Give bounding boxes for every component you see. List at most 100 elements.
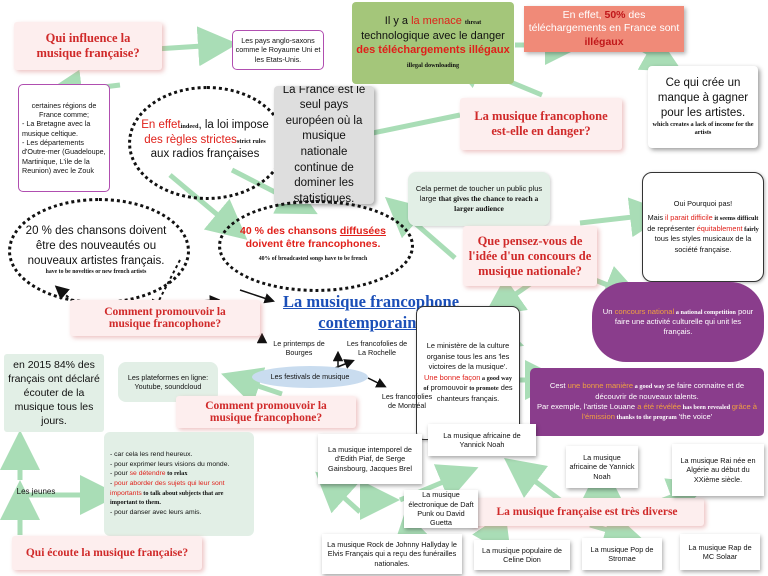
forty-percent-diffusees: diffusées bbox=[339, 224, 386, 237]
why-not-text: Mais il parait difficile it seems diffic… bbox=[646, 213, 760, 255]
good-way-en: a good way bbox=[633, 383, 665, 391]
genre-rock: La musique Rock de Johnny Hallyday le El… bbox=[322, 534, 462, 574]
genre-africaine-2-text: La musique africaine de Yannick Noah bbox=[569, 452, 635, 481]
good-way-grace: grâce à l'émission bbox=[581, 401, 758, 422]
central-title-line1: La musique francophone bbox=[282, 291, 460, 311]
why-not-equitablement: équitablement bbox=[696, 223, 743, 233]
cloud-radios: aux radios françaises bbox=[150, 148, 260, 161]
why-not-difficile: il parait difficile bbox=[665, 213, 713, 223]
reason-relax-en: to relax bbox=[165, 470, 188, 478]
genre-rai-text: La musique Rai née en Algérie au début d… bbox=[680, 455, 756, 484]
genre-rai: La musique Rai née en Algérie au début d… bbox=[672, 444, 764, 496]
good-way-highlight: une bonne manière bbox=[567, 381, 634, 391]
online-platforms-box: Les plateformes en ligne: Youtube, sound… bbox=[118, 362, 218, 402]
france-only-country-text: La France est le seul pays européen où l… bbox=[282, 86, 366, 204]
festival-montreal-text: Les francofolies de Montréal bbox=[381, 391, 433, 410]
stat-84-text: en 2015 84% des français ont déclaré éco… bbox=[8, 358, 100, 428]
ministry-a: Le ministère de la culture organise tous… bbox=[426, 341, 510, 372]
question-promote-1-text: Comment promouvoir la musique francophon… bbox=[104, 306, 226, 330]
forty-percent-text: 40 % des chansons diffusées doivent être… bbox=[228, 225, 398, 252]
reason-relax-highlight: se détendre bbox=[129, 470, 166, 478]
good-way-box: Cest une bonne manière a good way se fai… bbox=[530, 368, 764, 436]
ministry-box: Le ministère de la culture organise tous… bbox=[416, 306, 520, 440]
question-diverse: La musique française est très diverse bbox=[470, 498, 704, 526]
genre-africaine-1-text: La musique africaine de Yannick Noah bbox=[443, 430, 521, 449]
wider-audience-text: Cela permet de toucher un public plus la… bbox=[411, 184, 547, 213]
france-only-country-box: La France est le seul pays européen où l… bbox=[274, 86, 374, 204]
why-not-title: Oui Pourquoi pas! bbox=[673, 198, 733, 208]
reasons-box: - car cela les rend heureux. - pour expr… bbox=[104, 432, 254, 536]
anglo-saxon-text: Les pays anglo-saxons comme le Royaume U… bbox=[235, 35, 321, 64]
genre-rap-text: La musique Rap de MC Solaar bbox=[688, 542, 752, 561]
fifty-text: des téléchargements en France sont bbox=[528, 8, 680, 35]
national-contest-highlight: concours national bbox=[614, 306, 675, 316]
threat-box: Il y a la menace threat technologique av… bbox=[352, 2, 514, 84]
french-regions-box: certaines régions de France comme; - La … bbox=[18, 84, 110, 192]
cloud-twenty-percent-text: 20 % des chansons doivent être des nouve… bbox=[20, 210, 172, 290]
festival-bourges: Le printemps de Bourges bbox=[268, 336, 330, 360]
fifty-illegaux: illégaux bbox=[584, 35, 624, 48]
wider-audience-fr: Cela permet de toucher un public plus la… bbox=[415, 184, 543, 204]
young-people-label: Les jeunes bbox=[6, 484, 66, 500]
question-who-listens: Qui écoute la musique française? bbox=[12, 536, 202, 570]
cloud-forty-percent-text: 40 % des chansons diffusées doivent être… bbox=[228, 214, 398, 274]
festivals-center: Les festivals de musique bbox=[252, 366, 368, 388]
genre-electro: La musique électronique de Daft Punk ou … bbox=[404, 490, 478, 528]
good-way-text: Cest une bonne manière a good way se fai… bbox=[534, 381, 760, 423]
question-contest-text: Que pensez-vous de l'idée d'un concours … bbox=[468, 233, 592, 278]
cloud-indeed: indeed bbox=[180, 122, 199, 130]
forty-percent-a: 40 % des chansons bbox=[240, 224, 340, 237]
why-not-box: Oui Pourquoi pas! Mais il parait diffici… bbox=[642, 172, 764, 282]
anglo-saxon-countries-box: Les pays anglo-saxons comme le Royaume U… bbox=[232, 30, 324, 70]
why-not-representer: de représenter bbox=[647, 223, 697, 233]
question-promote-2: Comment promouvoir la musique francophon… bbox=[176, 396, 356, 428]
ministry-f: des chanteurs français. bbox=[436, 383, 513, 404]
reason-relax-pour: pour bbox=[114, 470, 130, 478]
fifty-percent-box: En effet, 50% des téléchargements en Fra… bbox=[524, 6, 684, 52]
young-people-text: Les jeunes bbox=[16, 486, 56, 496]
regions-item-overseas-text: Les départements d'Outre-mer (Guadeloupe… bbox=[22, 138, 106, 176]
festival-rochelle-text: Les francofolies de La Rochelle bbox=[346, 338, 408, 357]
national-contest-en: a national competition bbox=[674, 308, 736, 316]
fifty-percent-value: 50% bbox=[604, 8, 626, 21]
ministry-text: Le ministère de la culture organise tous… bbox=[421, 341, 515, 404]
question-who-listens-text: Qui écoute la musique française? bbox=[25, 547, 189, 559]
reason-subjects-en: to talk about subjects that are importan… bbox=[110, 489, 224, 507]
reason-dance: - pour danser avec leurs amis. bbox=[110, 509, 202, 517]
good-way-revelee: a été révélée bbox=[637, 401, 682, 411]
cloud-la-loi: , la loi impose bbox=[198, 118, 269, 131]
regions-item-overseas: - Les départements d'Outre-mer (Guadelou… bbox=[22, 138, 106, 176]
cloud-strict-rules: strict rules bbox=[236, 137, 266, 145]
genre-piaf-text: La musique intemporel de d'Edith Piaf, d… bbox=[328, 444, 412, 473]
cloud-regles-strictes: des règles strictes bbox=[144, 133, 237, 146]
national-contest-text: Un concours national a national competit… bbox=[600, 307, 756, 338]
genre-populaire-text: La musique populaire de Celine Dion bbox=[482, 545, 562, 564]
cloud-en-effet: En effet bbox=[141, 118, 181, 131]
question-diverse-text: La musique française est très diverse bbox=[496, 506, 678, 518]
why-not-mais: Mais bbox=[647, 213, 666, 223]
reason-vision: - pour exprimer leurs visions du monde. bbox=[110, 460, 230, 468]
ministry-to-promote: to promote bbox=[467, 385, 499, 393]
question-promote-1: Comment promouvoir la musique francophon… bbox=[70, 300, 260, 336]
regions-intro: certaines régions de France comme; bbox=[31, 100, 97, 119]
threat-il-y-a: Il y a bbox=[384, 15, 412, 28]
genre-pop-text: La musique Pop de Stromae bbox=[590, 544, 654, 563]
stat-84-box: en 2015 84% des français ont déclaré éco… bbox=[4, 354, 104, 432]
why-not-fairly: fairly bbox=[742, 225, 759, 233]
online-platforms-text: Les plateformes en ligne: Youtube, sound… bbox=[127, 372, 209, 391]
regions-item-brittany: - La Bretagne avec la musique celtique. bbox=[22, 119, 91, 138]
cloud-forty-percent bbox=[218, 200, 414, 292]
reason-vision-text: pour exprimer leurs visions du monde. bbox=[114, 460, 230, 468]
good-way-louane: Par exemple, l'artiste Louane bbox=[536, 401, 638, 411]
genre-populaire: La musique populaire de Celine Dion bbox=[474, 540, 570, 570]
reason-happy: - car cela les rend heureux. bbox=[110, 451, 193, 459]
ministry-promouvoir: promouvoir bbox=[428, 383, 468, 393]
threat-text: Il y a la menace threat technologique av… bbox=[356, 14, 510, 71]
genre-africaine-2: La musique africaine de Yannick Noah bbox=[566, 446, 638, 488]
reason-subjects: - pour aborder des sujets qui leur sont … bbox=[110, 480, 225, 507]
reason-relax: - pour se détendre to relax bbox=[110, 470, 188, 478]
national-contest-d: pour faire une activité culturelle qui u… bbox=[614, 306, 754, 337]
why-not-styles: tous les styles musicaux de la société f… bbox=[654, 234, 752, 254]
festivals-center-text: Les festivals de musique bbox=[270, 372, 350, 382]
genre-africaine-1: La musique africaine de Yannick Noah bbox=[428, 424, 536, 456]
